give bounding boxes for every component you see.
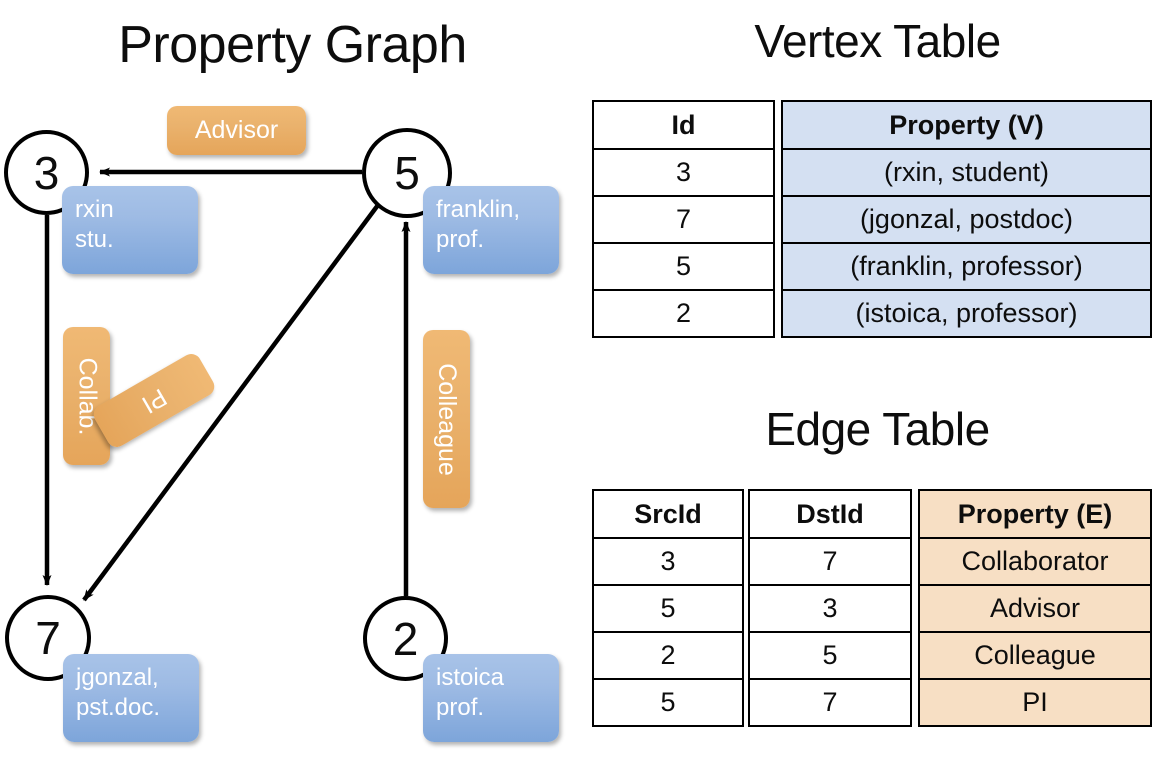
- vertex-table-cell-id: 7: [592, 195, 775, 244]
- edge-table-cell-srcid: 3: [592, 537, 744, 586]
- table-row[interactable]: (istoica, professor): [781, 289, 1152, 338]
- table-row[interactable]: 7: [748, 678, 912, 727]
- edge-table-header-dstid: DstId: [748, 489, 912, 539]
- table-row[interactable]: 7: [748, 537, 912, 586]
- table-header-row: Property (V): [781, 100, 1152, 150]
- table-row[interactable]: 5: [592, 584, 744, 633]
- graph-edge-5-to-7: [82, 203, 380, 602]
- table-row[interactable]: Collaborator: [918, 537, 1152, 586]
- table-row[interactable]: 3: [592, 537, 744, 586]
- graph-vertex-2[interactable]: 2: [363, 596, 448, 681]
- graph-edge-label-colleague: Colleague: [423, 330, 470, 508]
- edge-table-property-column: Property (E) Collaborator Advisor Collea…: [918, 489, 1152, 727]
- vertex-table-header-id: Id: [592, 100, 775, 150]
- edge-table-cell-property: PI: [918, 678, 1152, 727]
- vertex-table-header-property: Property (V): [781, 100, 1152, 150]
- graph-edge-lines: [42, 167, 411, 602]
- table-row[interactable]: 2: [592, 631, 744, 680]
- graph-vertex-7-property: jgonzal, pst.doc.: [63, 654, 199, 742]
- edge-table-cell-srcid: 5: [592, 678, 744, 727]
- table-row[interactable]: Colleague: [918, 631, 1152, 680]
- edge-table-cell-dstid: 3: [748, 584, 912, 633]
- table-header-row: DstId: [748, 489, 912, 539]
- edge-table-cell-srcid: 2: [592, 631, 744, 680]
- graph-vertex-5-property-line2: prof.: [436, 226, 485, 253]
- edge-table-cell-dstid: 7: [748, 678, 912, 727]
- table-row[interactable]: (jgonzal, postdoc): [781, 195, 1152, 244]
- table-row[interactable]: 3: [748, 584, 912, 633]
- table-row[interactable]: 5: [592, 678, 744, 727]
- graph-vertex-2-property-line2: prof.: [436, 694, 485, 721]
- vertex-table-cell-property: (rxin, student): [781, 148, 1152, 197]
- edge-table-srcid-column: SrcId 3 5 2 5: [592, 489, 744, 727]
- vertex-table-id-column: Id 3 7 5 2: [592, 100, 775, 338]
- table-row[interactable]: 5: [592, 242, 775, 291]
- graph-vertex-7-property-line2: pst.doc.: [76, 694, 161, 721]
- graph-edge-label-advisor: Advisor: [167, 106, 306, 155]
- vertex-table-property-column: Property (V) (rxin, student) (jgonzal, p…: [781, 100, 1152, 338]
- graph-vertex-3-property-line2: stu.: [75, 226, 114, 253]
- graph-vertex-5-property-line1: franklin,: [436, 196, 521, 223]
- graph-vertex-7-property-line1: jgonzal,: [76, 664, 159, 691]
- graph-vertex-3-property: rxin stu.: [62, 186, 198, 274]
- graph-vertex-3-property-line1: rxin: [75, 196, 114, 223]
- table-row[interactable]: Advisor: [918, 584, 1152, 633]
- table-row[interactable]: PI: [918, 678, 1152, 727]
- vertex-table-cell-property: (franklin, professor): [781, 242, 1152, 291]
- vertex-table-cell-id: 3: [592, 148, 775, 197]
- graph-edge-label-pi-text: PI: [137, 382, 172, 419]
- vertex-table-cell-id: 5: [592, 242, 775, 291]
- table-row[interactable]: 7: [592, 195, 775, 244]
- table-row[interactable]: (franklin, professor): [781, 242, 1152, 291]
- vertex-table-cell-id: 2: [592, 289, 775, 338]
- property-graph-diagram: 3 5 7 2 rxin stu. franklin, prof. jgonza…: [4, 106, 559, 742]
- graph-vertex-2-property: istoica prof.: [423, 654, 559, 742]
- page-title-property-graph: Property Graph: [118, 16, 467, 74]
- table-row[interactable]: (rxin, student): [781, 148, 1152, 197]
- edge-table-dstid-column: DstId 7 3 5 7: [748, 489, 912, 727]
- table-row[interactable]: 3: [592, 148, 775, 197]
- graph-vertex-2-property-line1: istoica: [436, 664, 505, 691]
- table-row[interactable]: 5: [748, 631, 912, 680]
- table-header-row: Property (E): [918, 489, 1152, 539]
- table-row[interactable]: 2: [592, 289, 775, 338]
- graph-edge-label-advisor-text: Advisor: [194, 116, 279, 144]
- graph-edge-label-colleague-text: Colleague: [433, 362, 461, 476]
- edge-table-cell-srcid: 5: [592, 584, 744, 633]
- table-header-row: Id: [592, 100, 775, 150]
- edge-table-header-srcid: SrcId: [592, 489, 744, 539]
- edge-table-cell-property: Colleague: [918, 631, 1152, 680]
- page-title-edge-table: Edge Table: [765, 403, 990, 455]
- page-title-vertex-table: Vertex Table: [754, 15, 1001, 67]
- table-header-row: SrcId: [592, 489, 744, 539]
- graph-vertex-5[interactable]: 5: [362, 128, 452, 218]
- edge-table-cell-property: Advisor: [918, 584, 1152, 633]
- edge-table-cell-property: Collaborator: [918, 537, 1152, 586]
- graph-edge-label-collab: Collab.: [63, 327, 110, 465]
- vertex-table-cell-property: (istoica, professor): [781, 289, 1152, 338]
- vertex-table-cell-property: (jgonzal, postdoc): [781, 195, 1152, 244]
- edge-table-header-property: Property (E): [918, 489, 1152, 539]
- edge-table-cell-dstid: 5: [748, 631, 912, 680]
- graph-vertex-5-property: franklin, prof.: [423, 186, 559, 274]
- edge-table-cell-dstid: 7: [748, 537, 912, 586]
